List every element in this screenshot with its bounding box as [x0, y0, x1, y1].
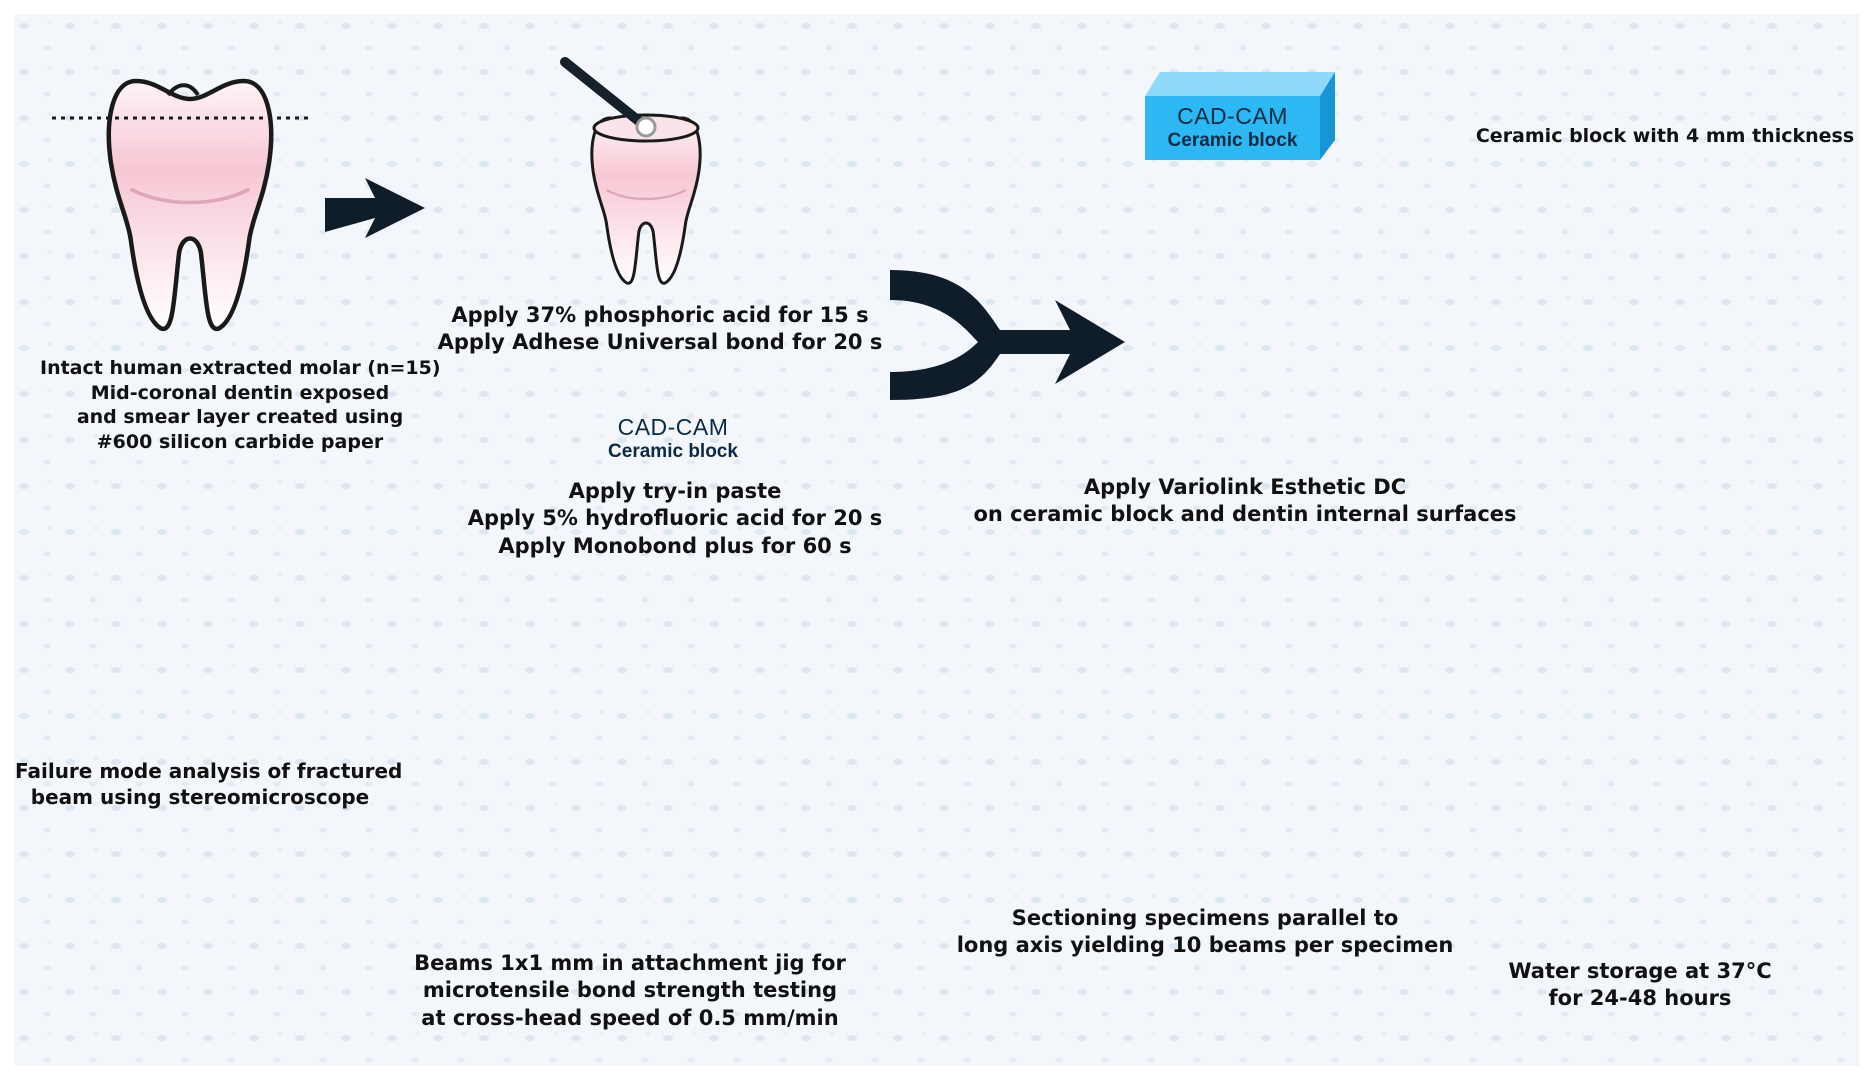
step9-line2: beam using stereomicroscope	[30, 785, 370, 809]
step9-label: Failure mode analysis of fractured beam …	[15, 758, 403, 810]
step2-line2: Apply Adhese Universal bond for 20 s	[437, 330, 883, 355]
step2-line1: Apply 37% phosphoric acid for 15 s	[451, 303, 869, 327]
merge-arrow-icon	[890, 270, 1125, 400]
step6-line1: Water storage at 37°C	[1508, 959, 1772, 983]
step1-label: Intact human extracted molar (n=15) Mid-…	[40, 356, 441, 455]
step5-line1: Ceramic block with 4 mm thickness	[1475, 125, 1855, 147]
step8-label: Beams 1x1 mm in attachment jig for micro…	[400, 950, 860, 1032]
block-subtitle: Ceramic block	[608, 441, 738, 462]
step9-line1: Failure mode analysis of fractured	[15, 759, 403, 783]
step1-line3: and smear layer created using	[76, 406, 404, 429]
step4-line2: on ceramic block and dentin internal sur…	[973, 502, 1517, 527]
step6-line2: for 24-48 hours	[1548, 986, 1732, 1011]
step7-line2: long axis yielding 10 beams per specimen	[956, 933, 1454, 958]
step7-line1: Sectioning specimens parallel to	[1011, 906, 1399, 930]
step8-line1: Beams 1x1 mm in attachment jig for	[414, 951, 846, 975]
block-title: CAD-CAM	[1177, 103, 1288, 129]
molar-tooth-icon	[52, 81, 312, 329]
step8-line3: at cross-head speed of 0.5 mm/min	[421, 1005, 839, 1030]
block-title: CAD-CAM	[617, 414, 729, 440]
step6-label: Water storage at 37°C for 24-48 hours	[1480, 958, 1800, 1013]
applicator-brush-icon	[560, 57, 657, 138]
step2-label: Apply 37% phosphoric acid for 15 s Apply…	[425, 302, 895, 357]
step8-line2: microtensile bond strength testing	[422, 978, 838, 1003]
molar-tooth-icon	[590, 113, 702, 285]
background-pattern	[14, 14, 1859, 1066]
step3-line2: Apply 5% hydrofluoric acid for 20 s	[467, 506, 883, 531]
middle-block-label: CAD-CAM Ceramic block	[589, 414, 757, 463]
step5-label: Ceramic block with 4 mm thickness	[1470, 124, 1860, 149]
diagram-frame	[14, 14, 1859, 1066]
ceramic-block-icon	[1145, 72, 1335, 160]
step3-line3: Apply Monobond plus for 60 s	[498, 533, 852, 558]
step1-line4: #600 silicon carbide paper	[96, 431, 384, 454]
top-block-label: CAD-CAM Ceramic block	[1145, 103, 1320, 152]
step4-label: Apply Variolink Esthetic DC on ceramic b…	[960, 474, 1530, 529]
flow-arrow-icon	[325, 178, 425, 238]
step7-label: Sectioning specimens parallel to long ax…	[950, 905, 1460, 960]
step1-line2: Mid-coronal dentin exposed	[90, 381, 390, 404]
step3-line1: Apply try-in paste	[568, 479, 782, 503]
block-subtitle: Ceramic block	[1167, 130, 1298, 151]
step4-line1: Apply Variolink Esthetic DC	[1083, 475, 1407, 499]
step1-line1: Intact human extracted molar (n=15)	[40, 357, 441, 379]
step3-label: Apply try-in paste Apply 5% hydrofluoric…	[455, 478, 895, 560]
